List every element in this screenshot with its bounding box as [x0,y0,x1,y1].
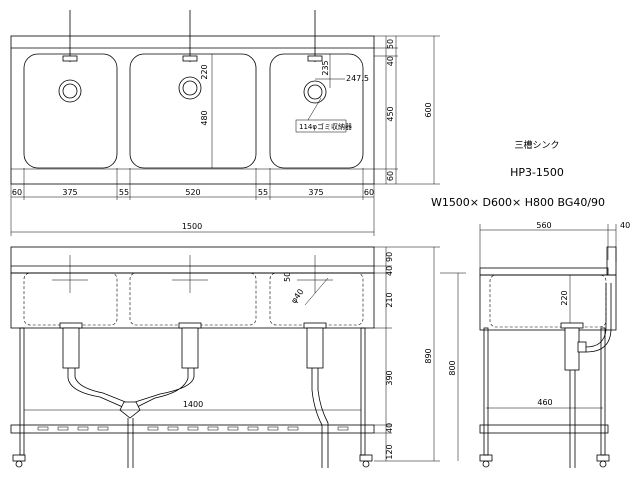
svg-text:55: 55 [119,188,129,197]
dim-drain-center: 220 [200,64,209,79]
model-number: HP3-1500 [510,166,564,179]
drain-right [303,80,327,104]
trap-right [306,327,324,369]
faucet-left [62,55,78,62]
side-overflow-pipe [585,283,612,353]
svg-text:450: 450 [386,106,395,121]
svg-text:90: 90 [385,252,394,262]
trap-right-collar [303,322,327,329]
counter-outline [10,35,375,185]
front-backguard [10,246,375,274]
front-apron [10,272,375,329]
drain-center [178,76,202,100]
svg-text:60: 60 [364,188,374,197]
svg-text:φ40: φ40 [289,287,305,305]
svg-text:60: 60 [386,171,395,181]
top-view: 220 480 235 247.5 114φゴミ収納器 50 40 450 60… [10,10,440,236]
dim-drain-right-x: 247.5 [346,74,369,83]
product-name: 三槽シンク [514,139,559,151]
front-view: φ40 50 1400 [10,246,466,468]
trap-center-collar [178,322,202,329]
trap-center [181,327,199,369]
svg-text:120: 120 [385,444,394,459]
basin-left [23,53,118,169]
leg-front-right [360,327,366,456]
svg-text:520: 520 [185,188,200,197]
side-view: 560 40 220 460 [479,221,630,468]
svg-text:220: 220 [560,290,569,305]
dim-work-height: 800 [448,360,457,375]
foot-right [359,454,373,462]
svg-text:460: 460 [537,398,552,407]
callout-trash-basket: 114φゴミ収納器 [299,122,352,131]
svg-text:40: 40 [385,423,394,433]
pipe-right [311,368,329,468]
title-block: 三槽シンク HP3-1500 W1500× D600× H800 BG40/90 [431,139,605,209]
drain-left [58,79,82,103]
trap-left-collar [59,322,83,329]
dim-overall-width: 1500 [182,222,202,231]
side-leg-front [483,327,489,456]
svg-text:40: 40 [620,221,630,230]
dim-basin-depth: 480 [200,110,209,125]
side-overflow [577,341,587,353]
svg-text:210: 210 [385,292,394,307]
spec-line: W1500× D600× H800 BG40/90 [431,196,605,209]
svg-text:390: 390 [385,370,394,385]
svg-text:50: 50 [283,272,292,282]
basin-right [269,53,364,169]
svg-text:50: 50 [386,39,395,49]
side-trap [564,327,580,371]
leg-front-left [19,327,25,456]
trap-left [62,327,80,369]
svg-text:40: 40 [386,56,395,66]
dim-shelf-width: 1400 [183,400,203,409]
pipe-left [67,368,129,409]
svg-text:375: 375 [62,188,77,197]
side-apron [479,274,617,331]
shelf-slots [37,426,349,431]
svg-text:560: 560 [536,221,551,230]
foot-left [12,454,26,462]
pipe-center [131,368,195,409]
svg-text:375: 375 [308,188,323,197]
dim-overall-height: 890 [424,348,433,363]
svg-text:60: 60 [12,188,22,197]
basin-center [129,53,257,169]
faucet-right [307,55,323,62]
side-shelf [479,424,609,434]
faucet-center [182,55,198,62]
svg-text:55: 55 [258,188,268,197]
undershelf [10,424,375,434]
dim-drain-right: 235 [321,60,330,75]
svg-text:40: 40 [385,266,394,276]
dim-overall-depth: 600 [424,102,433,117]
side-trap-collar [560,322,584,329]
side-top [479,267,609,276]
